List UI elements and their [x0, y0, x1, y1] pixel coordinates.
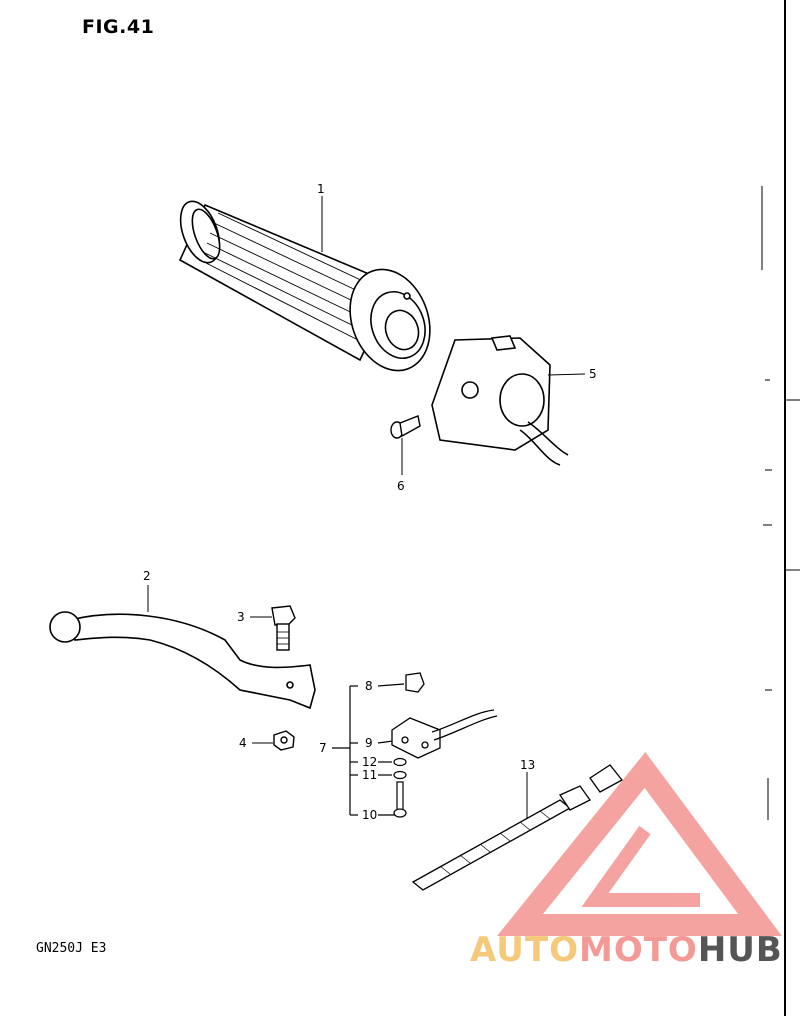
watermark-text: AUTOMOTOHUB	[470, 930, 783, 970]
nut-part	[273, 730, 295, 751]
callout-12: 12	[362, 755, 378, 769]
callout-5: 5	[589, 367, 597, 381]
callout-8: 8	[365, 679, 373, 693]
callout-2: 2	[143, 569, 151, 583]
right-edge-marks	[761, 186, 800, 820]
leader-lines	[147, 196, 586, 818]
callout-7: 7	[319, 741, 327, 755]
callout-10: 10	[362, 808, 378, 822]
watermark-text-moto: MOTO	[578, 930, 698, 970]
cable-tie-part	[411, 764, 623, 891]
callout-11: 11	[362, 768, 378, 782]
switch-housing-part	[431, 335, 569, 466]
bolt-part	[271, 605, 296, 651]
washer-parts	[393, 757, 407, 780]
callout-13: 13	[520, 758, 536, 772]
switch-clip-part	[405, 672, 425, 693]
callout-9: 9	[365, 736, 373, 750]
callout-6: 6	[397, 479, 405, 493]
watermark-logo	[496, 752, 782, 936]
callout-1: 1	[317, 182, 325, 196]
watermark-text-auto: AUTO	[470, 930, 579, 970]
model-code: GN250J E3	[36, 941, 107, 956]
stop-switch-part	[391, 709, 498, 759]
callout-3: 3	[237, 610, 245, 624]
figure-title: FIG.41	[82, 16, 155, 38]
watermark-text-hub: HUB	[697, 930, 783, 970]
lever-part	[49, 611, 316, 710]
screw-part	[390, 415, 421, 439]
handle-grip-part	[178, 200, 431, 372]
callout-4: 4	[239, 736, 247, 750]
switch-screw-part	[393, 781, 407, 818]
